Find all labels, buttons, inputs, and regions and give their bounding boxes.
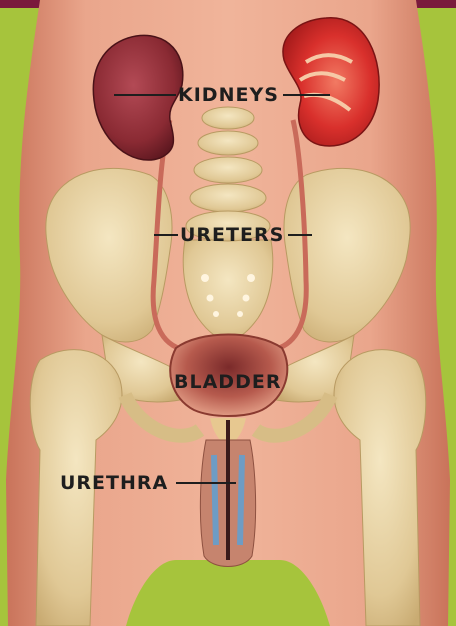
- label-urethra: URETHRA: [60, 472, 168, 494]
- label-ureters: URETERS: [180, 224, 284, 246]
- label-bladder: BLADDER: [174, 371, 281, 393]
- label-kidneys: KIDNEYS: [178, 84, 279, 106]
